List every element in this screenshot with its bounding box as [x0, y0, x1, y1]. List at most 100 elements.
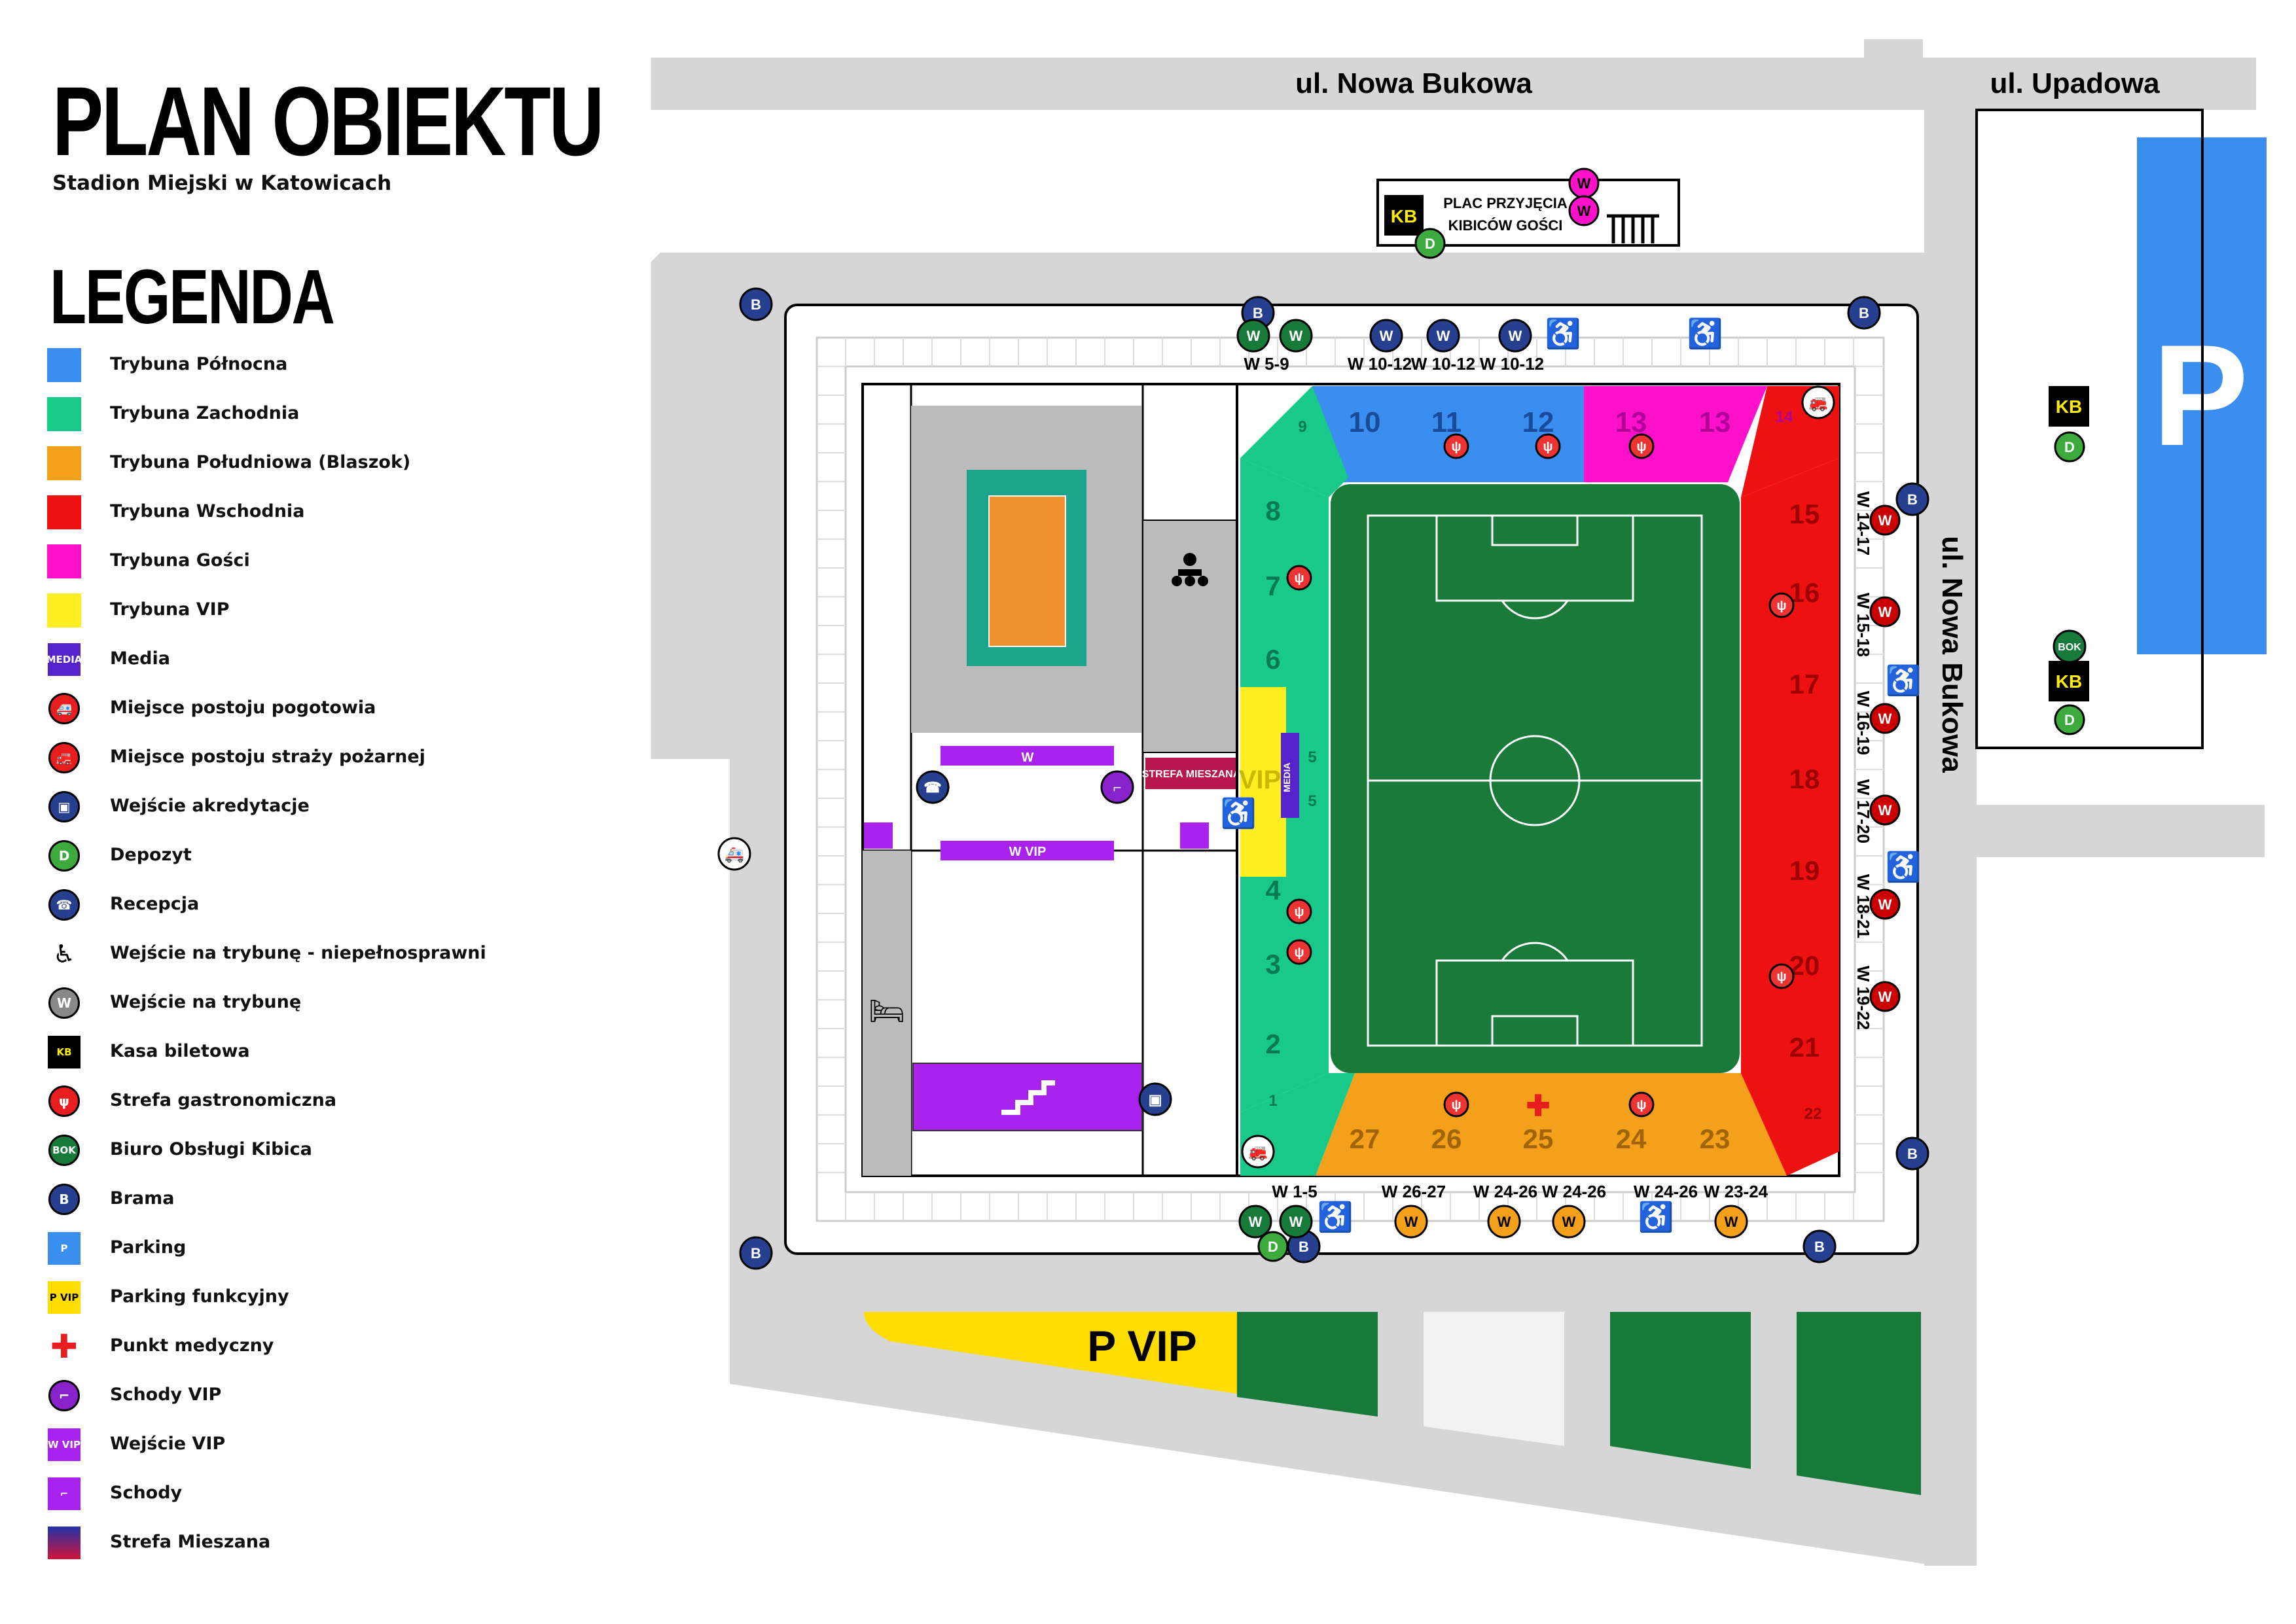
gate-icon-label: B	[1814, 1239, 1825, 1255]
legend-item: ⌐Schody	[47, 1472, 518, 1521]
gate-icon-label: B	[751, 1245, 761, 1262]
sector-label: 13	[1699, 406, 1731, 438]
food-icon-label: ψ	[1451, 1098, 1461, 1112]
guest-kb-box	[1384, 195, 1424, 236]
vip-stairs-right[interactable]	[1180, 822, 1209, 849]
legend-item-label: Wejście VIP	[110, 1434, 226, 1454]
entrance-label: W 17-20	[1854, 779, 1873, 843]
south-stand-swatch	[47, 446, 81, 480]
ticket-office-icon: KB	[47, 1035, 81, 1069]
vip-stairs-left[interactable]	[864, 822, 893, 849]
food-icon[interactable]: ψ	[1535, 433, 1561, 459]
food-icon[interactable]: ψ	[1443, 433, 1469, 459]
media-label: MEDIA	[1282, 762, 1292, 792]
parking-green-1[interactable]	[1237, 1312, 1378, 1417]
deposit-icon[interactable]: D	[1414, 228, 1446, 259]
food-icon[interactable]: ψ	[1443, 1091, 1469, 1118]
food-icon[interactable]: ψ	[1286, 898, 1312, 925]
legend-title: LEGENDA	[50, 254, 335, 340]
food-icon[interactable]: ψ	[1768, 963, 1795, 989]
food-icon[interactable]: ψ	[1286, 565, 1312, 591]
gate-icon[interactable]: B	[1803, 1229, 1837, 1263]
parking-label: P	[2153, 315, 2249, 476]
stand-entrance-icon[interactable]: W	[1279, 319, 1313, 353]
stairs-large[interactable]	[912, 1063, 1143, 1131]
legend-item: Trybuna VIP	[47, 589, 518, 638]
stand-entrance-icon[interactable]: W	[1279, 1205, 1313, 1239]
parking-green-3[interactable]	[1797, 1312, 1921, 1495]
stand-entrance-icon[interactable]: W	[1714, 1205, 1748, 1239]
stand-entrance-icon-label: W	[1878, 512, 1892, 529]
food-icon[interactable]: ψ	[1628, 1091, 1655, 1118]
food-icon[interactable]: ψ	[1286, 939, 1312, 965]
stand-entrance-icon[interactable]: W	[1394, 1205, 1428, 1239]
fan-service-icon-label: BOK	[2058, 642, 2081, 653]
stand-entrance-icon[interactable]: W	[1869, 703, 1901, 734]
entrance-label: W 5-9	[1244, 354, 1289, 374]
entrance-label: W 26-27	[1382, 1182, 1446, 1201]
stand-entrance-icon[interactable]: W	[1869, 889, 1901, 920]
legend-item-label: Trybuna Wschodnia	[110, 501, 305, 521]
stand-entrance-icon[interactable]: W	[1568, 195, 1600, 226]
stand-entrance-icon[interactable]: W	[1238, 1205, 1272, 1239]
deposit-icon[interactable]: D	[1257, 1231, 1289, 1262]
gate-icon[interactable]: B	[1895, 482, 1929, 516]
guest-turnstiles-icon	[1607, 214, 1659, 243]
sector-label: 1	[1268, 1092, 1277, 1110]
stand-entrance-icon[interactable]: W	[1498, 319, 1532, 353]
parking-green-2[interactable]	[1610, 1312, 1751, 1469]
fan-service-icon[interactable]: BOK	[2053, 629, 2087, 663]
stand-entrance-icon[interactable]: W	[1869, 504, 1901, 536]
street-label-top: ul. Nowa Bukowa	[1295, 67, 1532, 99]
stand-entrance-icon[interactable]: W	[1426, 319, 1460, 353]
deposit-icon[interactable]: D	[2054, 431, 2085, 463]
deposit-icon-label: D	[2064, 439, 2075, 455]
sector-label: 7	[1265, 571, 1280, 601]
fire-truck-icon[interactable]: 🚒	[1241, 1135, 1275, 1169]
deposit-icon: D	[47, 839, 81, 873]
gate-icon[interactable]: B	[739, 287, 773, 321]
mixed-zone-icon	[47, 1526, 81, 1560]
medical-icon: ✚	[1526, 1090, 1551, 1122]
media-box	[1281, 733, 1299, 818]
sector-label: 25	[1523, 1123, 1554, 1154]
vip-entrance-bar-wvip[interactable]	[941, 841, 1114, 860]
food-icon-label: ψ	[1294, 945, 1304, 960]
gate-icon[interactable]: B	[1895, 1137, 1929, 1171]
ticket-office-icon[interactable]	[2049, 661, 2089, 701]
stand-entrance-icon[interactable]: W	[1369, 319, 1403, 353]
stand-entrance-icon[interactable]: W	[1568, 168, 1600, 199]
road-upadowa	[1864, 39, 1923, 79]
sector-label: 26	[1431, 1123, 1462, 1154]
deposit-icon[interactable]: D	[2054, 704, 2085, 735]
stand-entrance-icon[interactable]: W	[1487, 1205, 1521, 1239]
sector-label: 2	[1265, 1029, 1280, 1059]
stand-entrance-icon[interactable]: W	[1869, 794, 1901, 826]
parking-vip-area[interactable]	[864, 1312, 1237, 1394]
ambulance-icon[interactable]: 🚑	[717, 837, 751, 871]
vip-stairs-icon[interactable]: ⌐	[1100, 770, 1134, 804]
gate-icon[interactable]: B	[739, 1236, 773, 1270]
sector-label: 17	[1789, 669, 1820, 699]
ticket-office-icon[interactable]	[2049, 386, 2089, 427]
legend-item: Trybuna Gości	[47, 540, 518, 589]
road-east-south	[1977, 805, 2265, 857]
vip-entrance-bar-w[interactable]	[941, 746, 1114, 766]
stand-entrance-icon[interactable]: W	[1869, 596, 1901, 627]
legend-item-label: Brama	[110, 1188, 175, 1209]
legend-item-label: Parking funkcyjny	[110, 1286, 289, 1307]
food-icon[interactable]: ψ	[1768, 592, 1795, 618]
accreditation-icon[interactable]: ▣	[1138, 1082, 1172, 1116]
stand-entrance-icon-label: W	[1725, 1214, 1738, 1230]
reception-icon[interactable]: ☎	[916, 770, 950, 804]
stand-entrance-icon-label: W	[1509, 328, 1522, 344]
gate-icon[interactable]: B	[1847, 296, 1881, 330]
guest-square-line2: KIBICÓW GOŚCI	[1448, 217, 1563, 234]
stand-entrance-icon[interactable]: W	[1236, 319, 1270, 353]
bed-icon: 🛏	[869, 995, 905, 1027]
stand-entrance-icon[interactable]: W	[1552, 1205, 1586, 1239]
fire-truck-icon[interactable]: 🚒	[1801, 385, 1835, 419]
food-icon[interactable]: ψ	[1628, 433, 1655, 459]
stand-entrance-icon[interactable]: W	[1869, 981, 1901, 1012]
